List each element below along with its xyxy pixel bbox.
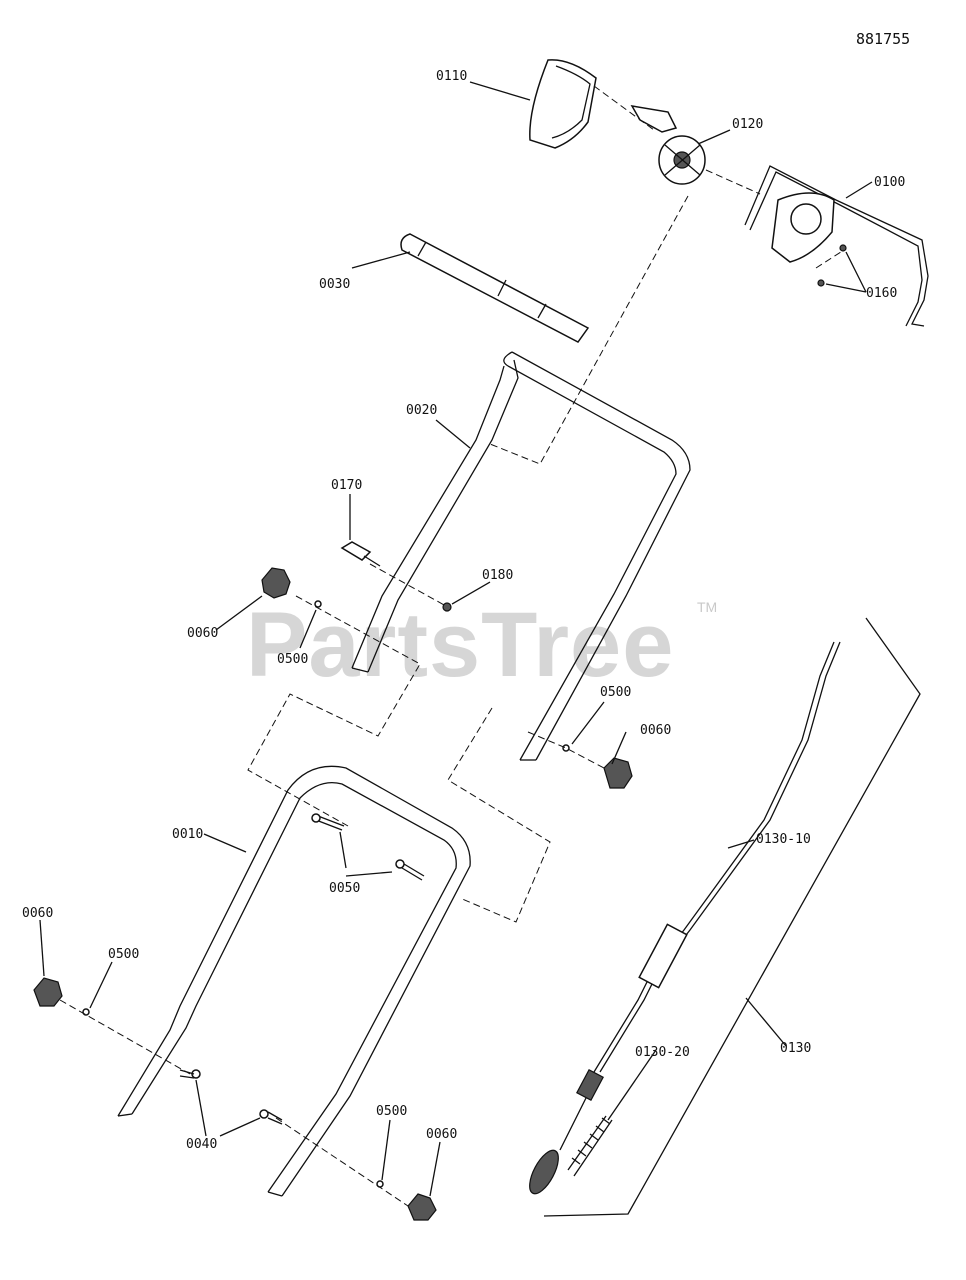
label-0160[interactable]: 0160: [866, 286, 897, 301]
part-0130-group-bracket: [543, 617, 921, 1217]
label-0060-b[interactable]: 0060: [640, 723, 671, 738]
part-0020-upper-handle[interactable]: [351, 351, 691, 761]
part-0130-cable[interactable]: [524, 641, 841, 1198]
label-0050[interactable]: 0050: [329, 881, 360, 896]
label-0500-a[interactable]: 0500: [277, 652, 308, 667]
label-0020[interactable]: 0020: [406, 403, 437, 418]
part-0160-screws[interactable]: [817, 244, 847, 287]
label-0500-d[interactable]: 0500: [376, 1104, 407, 1119]
label-0130[interactable]: 0130: [780, 1041, 811, 1056]
watermark-trademark: TM: [697, 599, 717, 615]
part-0030-grip[interactable]: [400, 233, 590, 343]
label-0130-20[interactable]: 0130-20: [635, 1045, 690, 1060]
label-0060-a[interactable]: 0060: [187, 626, 218, 641]
label-0030[interactable]: 0030: [319, 277, 350, 292]
diagram-id: 881755: [856, 30, 910, 48]
part-0130-20-spring[interactable]: [567, 1115, 613, 1177]
label-0060-d[interactable]: 0060: [426, 1127, 457, 1142]
label-0040[interactable]: 0040: [186, 1137, 217, 1152]
label-0110[interactable]: 0110: [436, 69, 467, 84]
label-0180[interactable]: 0180: [482, 568, 513, 583]
assembly-alignment-lines: [59, 85, 845, 1207]
part-0040-bolts[interactable]: [179, 1069, 283, 1125]
part-0110-cover[interactable]: [529, 59, 597, 149]
label-0010[interactable]: 0010: [172, 827, 203, 842]
part-labels: 0110 0120 0100 0160 0030 0020 0170 0180 …: [22, 69, 905, 1152]
leader-lines: [39, 81, 873, 1197]
label-0100[interactable]: 0100: [874, 175, 905, 190]
part-0010-lower-handle[interactable]: [117, 765, 471, 1197]
part-0170-bolt[interactable]: [340, 541, 381, 567]
part-0120-bracket[interactable]: [630, 105, 706, 185]
label-0500-b[interactable]: 0500: [600, 685, 631, 700]
label-0130-10[interactable]: 0130-10: [756, 832, 811, 847]
label-0060-c[interactable]: 0060: [22, 906, 53, 921]
part-0100-bail[interactable]: [744, 165, 929, 327]
label-0500-c[interactable]: 0500: [108, 947, 139, 962]
part-0500-washers[interactable]: [82, 600, 570, 1188]
part-0050-bolts[interactable]: [311, 813, 425, 881]
label-0170[interactable]: 0170: [331, 478, 362, 493]
part-0180-nut[interactable]: [442, 602, 452, 612]
watermark: PartsTree: [246, 594, 674, 696]
label-0120[interactable]: 0120: [732, 117, 763, 132]
